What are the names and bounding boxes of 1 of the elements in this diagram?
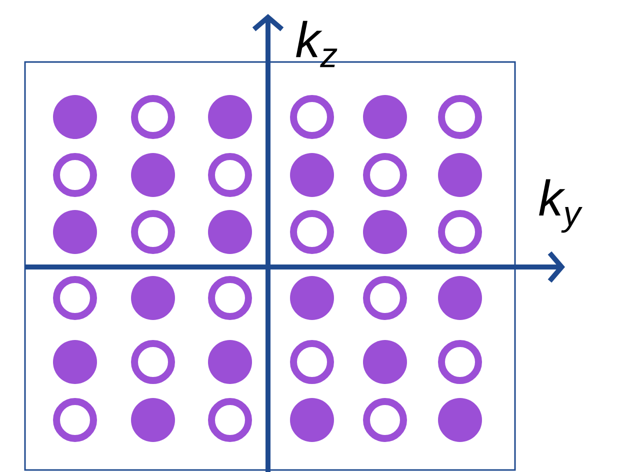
axis-label: k$_{y}$	[539, 179, 582, 233]
